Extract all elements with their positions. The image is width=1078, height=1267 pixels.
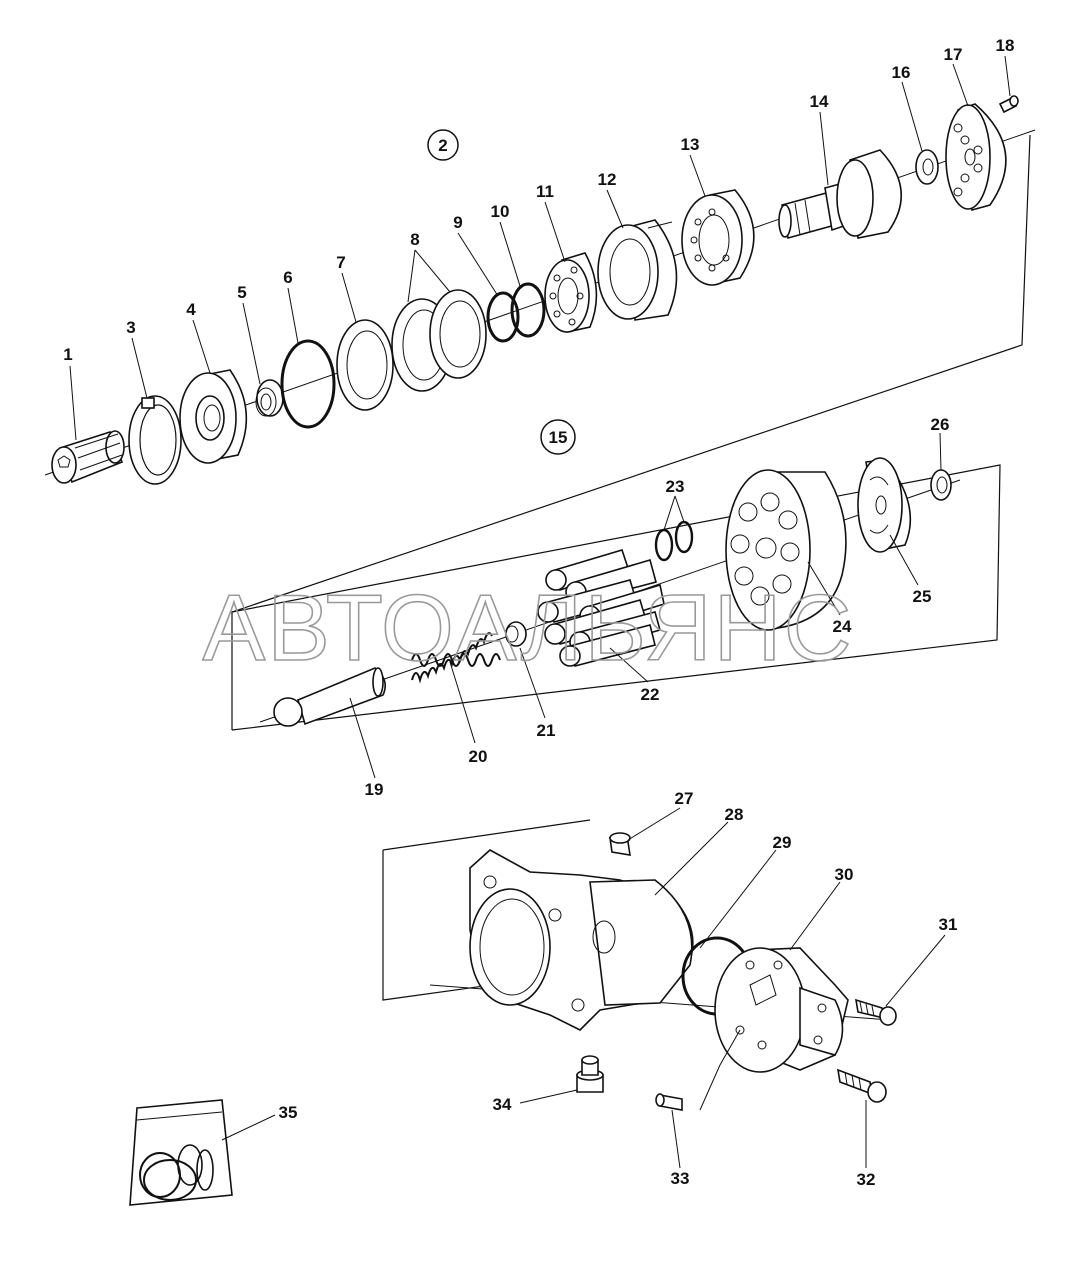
label-27: 27 [675,789,694,808]
part-7-ring [336,319,394,411]
part-21-ball-seat [505,621,527,647]
part-14-drive-shaft [778,149,902,240]
label-31: 31 [939,915,958,934]
label-8: 8 [410,230,419,249]
label-23: 23 [666,477,685,496]
label-12: 12 [598,170,617,189]
part-17-flange-plate [945,103,1007,212]
label-9: 9 [453,213,462,232]
label-32: 32 [857,1170,876,1189]
svg-text:2: 2 [438,136,447,155]
label-19: 19 [365,780,384,799]
label-5: 5 [237,283,246,302]
assembly-outline-middle [231,464,1001,731]
label-1: 1 [63,345,72,364]
label-20: 20 [469,747,488,766]
part-25-valve-plate [857,457,912,553]
label-22: 22 [641,685,660,704]
part-24-cylinder-block [725,469,847,631]
label-30: 30 [835,865,854,884]
label-13: 13 [681,135,700,154]
part-8-rings [391,289,487,392]
label-6: 6 [283,268,292,287]
part-16-washer [915,149,939,185]
label-11: 11 [536,182,554,201]
label-14: 14 [810,92,829,111]
part-10-ring [510,282,546,338]
group-label-15: 15 [540,419,576,455]
part-32-screw [836,1068,887,1103]
label-24: 24 [833,617,852,636]
label-17: 17 [944,45,963,64]
part-27-plug [609,832,631,856]
label-33: 33 [671,1169,690,1188]
label-28: 28 [725,805,744,824]
watermark-text: АВТОАЛЬЯНС [203,575,854,680]
part-number-labels: 1 3 4 5 6 7 8 9 10 11 12 13 14 16 17 18 … [63,36,1014,1189]
part-4-seal-housing [179,369,248,464]
assembly-outline-upper [231,134,1031,730]
label-10: 10 [491,202,510,221]
label-25: 25 [913,587,932,606]
part-19-piston-shaft [273,667,386,727]
label-4: 4 [186,300,196,319]
part-34-plug [576,1055,604,1093]
part-26-washer [930,469,952,501]
part-1-splined-sleeve [51,430,125,484]
label-35: 35 [279,1103,298,1122]
part-3-snap-ring [128,395,182,485]
label-7: 7 [336,253,345,272]
label-18: 18 [996,36,1015,55]
label-34: 34 [493,1095,512,1114]
part-5-bush [255,379,284,417]
part-28-housing [469,849,694,1031]
part-18-screw [998,95,1019,114]
part-35-seal-kit [129,1099,233,1206]
part-12-bearing-housing [597,219,678,321]
part-30-valve-cover [714,947,849,1073]
leader-lines [69,55,1011,1169]
label-26: 26 [931,415,950,434]
part-9-circlip [486,291,520,343]
label-29: 29 [773,833,792,852]
label-16: 16 [892,63,911,82]
part-6-o-ring [280,339,336,429]
part-20-spring [411,632,501,684]
part-11-bearing [544,252,598,333]
part-13-tapered-bearing [681,189,755,286]
svg-text:15: 15 [549,428,568,447]
part-31-screw [854,998,897,1026]
group-label-2: 2 [427,129,459,161]
part-22-pistons [537,549,665,667]
label-3: 3 [126,318,135,337]
label-21: 21 [537,721,556,740]
part-33-dowel-pin [655,1093,683,1111]
